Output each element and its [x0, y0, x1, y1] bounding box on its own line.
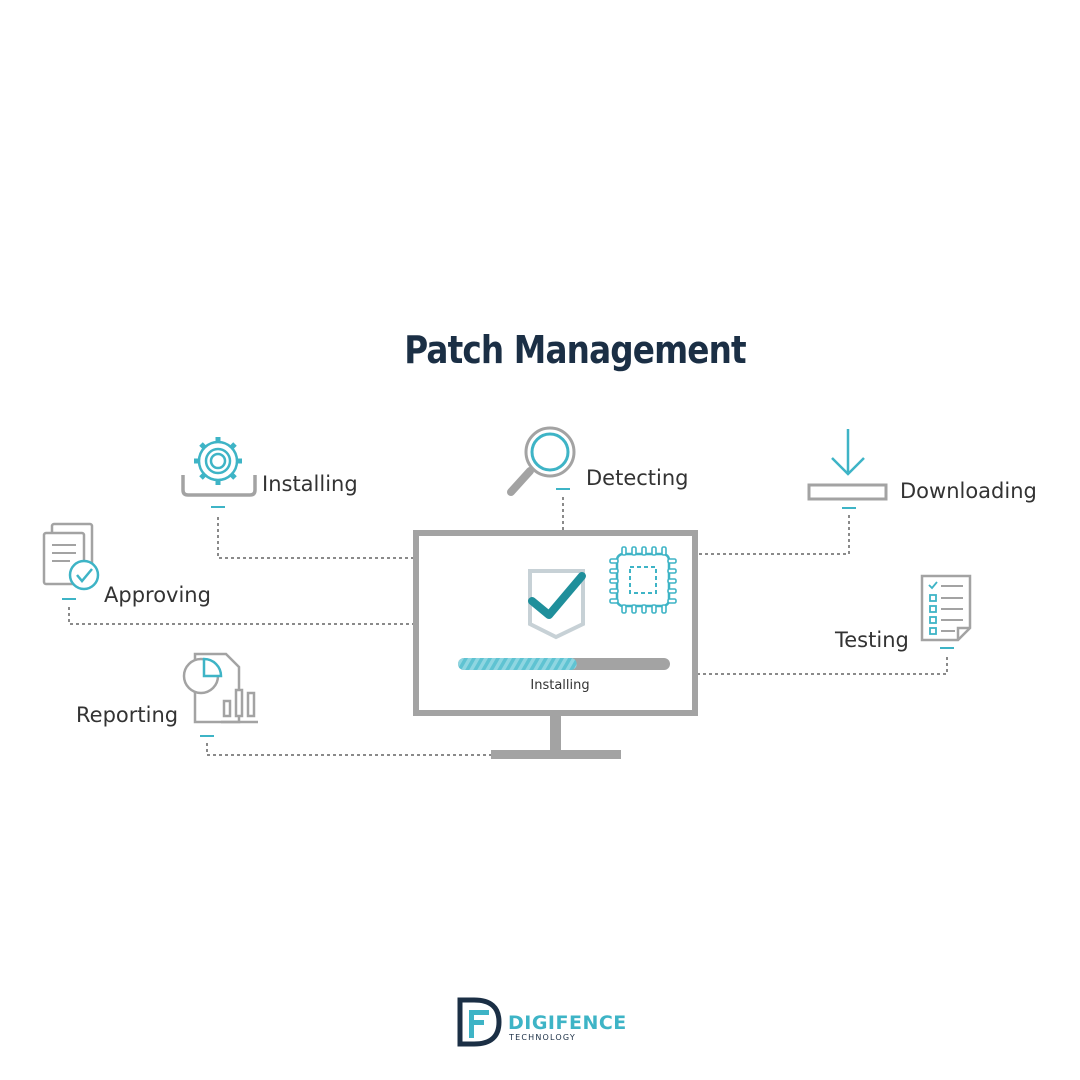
- connectors: [68, 497, 948, 756]
- step-label-detecting: Detecting: [586, 466, 689, 490]
- magnifier-icon: [507, 426, 576, 496]
- connector-reporting: [206, 743, 492, 756]
- digifence-logo-icon: [457, 997, 502, 1047]
- step-label-downloading: Downloading: [900, 479, 1037, 503]
- checklist-icon: [920, 574, 972, 642]
- brand-tagline: TECHNOLOGY: [509, 1033, 576, 1042]
- shield-check-icon: [528, 569, 586, 640]
- chip-icon: [609, 546, 677, 614]
- step-label-installing: Installing: [262, 472, 358, 496]
- gear-tray-icon: [181, 437, 257, 497]
- brand-name: DIGIFENCE: [508, 1012, 627, 1034]
- screen-status-label: Installing: [530, 678, 590, 693]
- download-tray-icon: [807, 429, 888, 501]
- report-chart-icon: [182, 652, 258, 724]
- connector-downloading: [697, 515, 850, 555]
- step-label-approving: Approving: [104, 583, 211, 607]
- document-check-icon: [42, 522, 100, 591]
- progress-fill: [458, 658, 577, 670]
- step-label-reporting: Reporting: [76, 703, 179, 727]
- connector-testing: [697, 657, 948, 675]
- progress-bar: [458, 658, 670, 670]
- step-label-testing: Testing: [835, 628, 909, 652]
- connector-caps: [62, 488, 954, 737]
- connector-approving: [68, 607, 414, 625]
- connector-installing: [217, 517, 414, 559]
- page-title: Patch Management: [404, 328, 746, 372]
